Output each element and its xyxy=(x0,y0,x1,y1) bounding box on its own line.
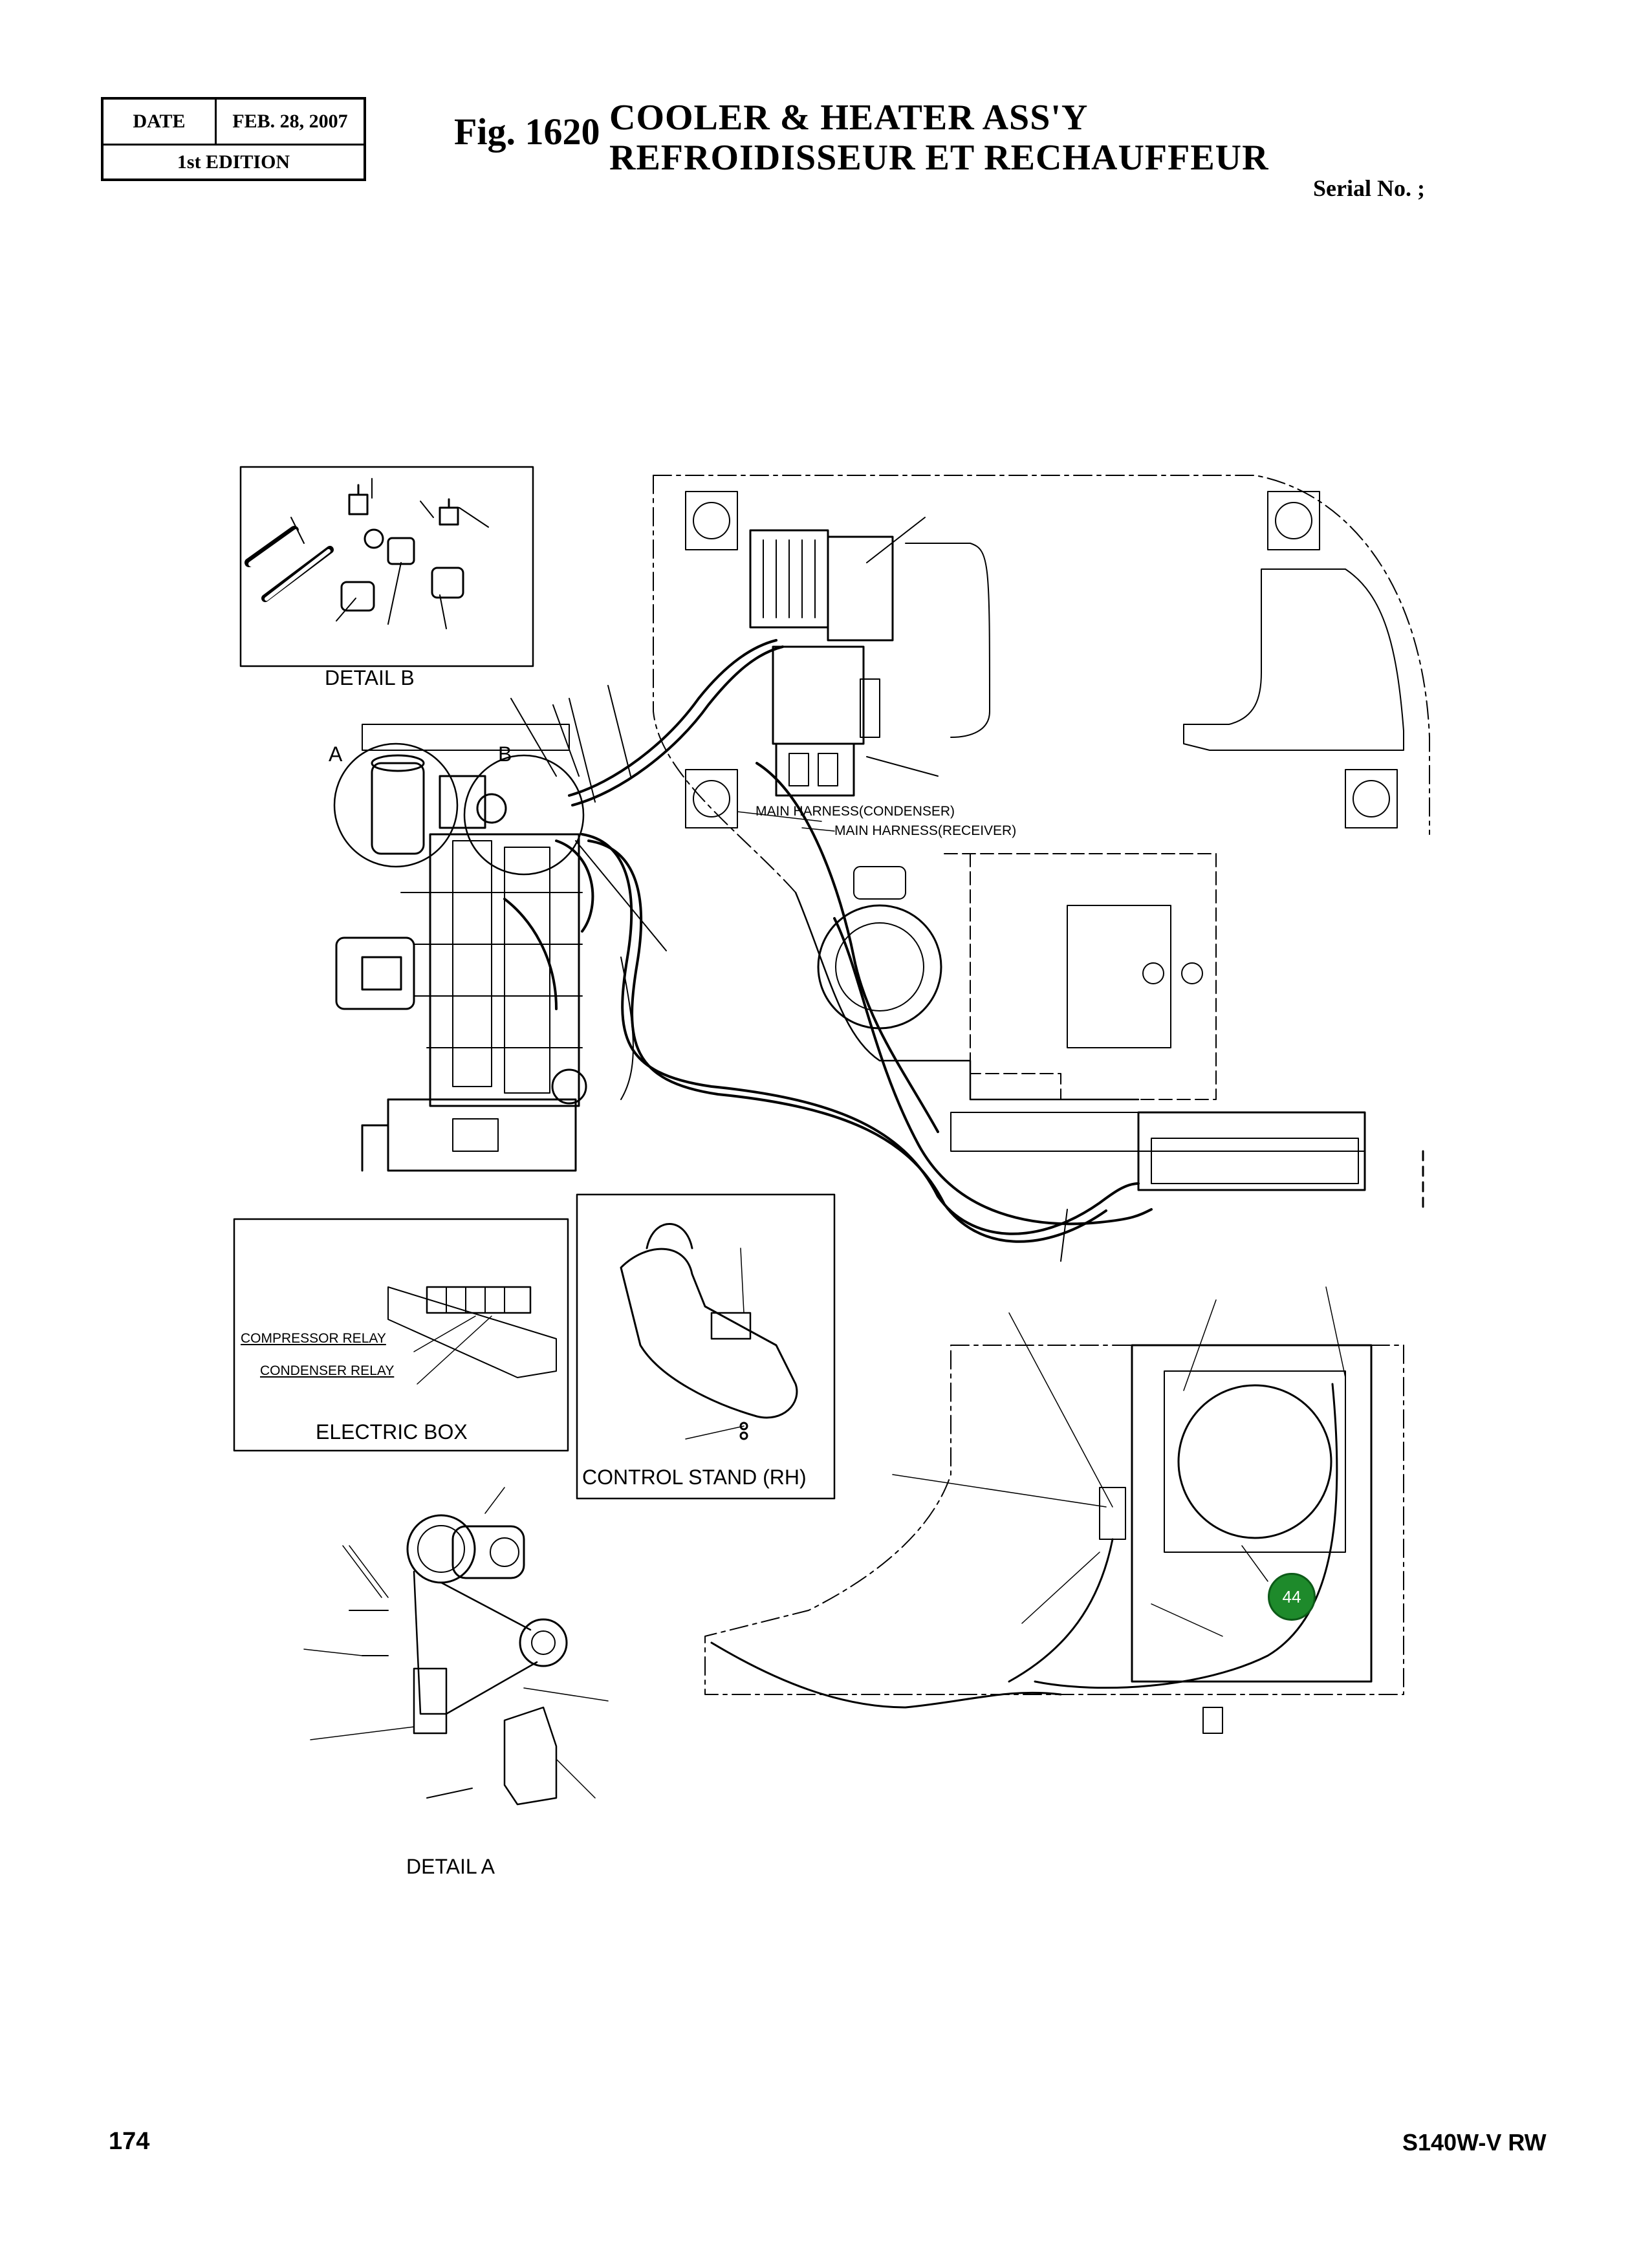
view-marker-a: A xyxy=(329,742,343,766)
control-stand-view xyxy=(576,1193,836,1500)
part-callout-44[interactable]: 44 xyxy=(1268,1573,1316,1621)
date-edition-box: DATE FEB. 28, 2007 1st EDITION xyxy=(101,97,366,181)
edition-label: 1st EDITION xyxy=(177,151,290,173)
harness-condenser-label: MAIN HARNESS(CONDENSER) xyxy=(755,804,955,819)
harness-receiver-label: MAIN HARNESS(RECEIVER) xyxy=(834,823,1017,838)
electric-box-view xyxy=(233,1218,569,1452)
title-english: COOLER & HEATER ASS'Y xyxy=(609,98,1089,138)
lower-frame-view xyxy=(794,853,1424,1211)
electric-box-label: ELECTRIC BOX xyxy=(316,1420,468,1444)
upper-frame-view xyxy=(653,475,1430,893)
date-value: FEB. 28, 2007 xyxy=(232,111,348,132)
condenser-relay-label: CONDENSER RELAY xyxy=(260,1363,395,1378)
compressor-relay-label: COMPRESSOR RELAY xyxy=(241,1331,386,1346)
engine-view xyxy=(333,685,667,1172)
model-name: S140W-V RW xyxy=(1402,2129,1547,2156)
serial-number: Serial No. ; xyxy=(1313,175,1425,201)
view-marker-b: B xyxy=(498,742,512,766)
detail-b-label: DETAIL B xyxy=(325,666,415,689)
control-stand-label: CONTROL STAND (RH) xyxy=(582,1466,807,1489)
detail-a-label: DETAIL A xyxy=(406,1855,495,1878)
condenser-frame-view xyxy=(704,1286,1404,1734)
refrigerant-hoses xyxy=(568,639,1153,1262)
title-french: REFROIDISSEUR ET RECHAUFFEUR xyxy=(609,138,1269,178)
page-number: 174 xyxy=(109,2128,150,2155)
figure-number: Fig. 1620 xyxy=(454,111,600,153)
date-label: DATE xyxy=(103,100,217,144)
detail-a-view xyxy=(303,1487,609,1806)
detail-b-view xyxy=(239,466,534,667)
